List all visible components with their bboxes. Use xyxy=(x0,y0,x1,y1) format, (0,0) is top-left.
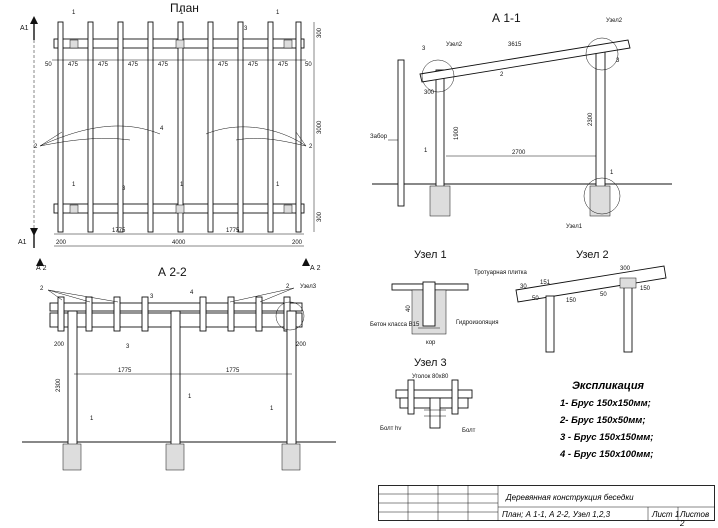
plan-dim-spacing-2: 475 xyxy=(98,62,109,68)
a11-dim-slope: 3615 xyxy=(508,42,522,48)
a22-uzel3: Узел3 xyxy=(300,284,317,290)
a11-dim-post: 1900 xyxy=(454,126,460,140)
section-mark-a1-top: А1 xyxy=(20,25,29,32)
plan-dim-edge: 50 xyxy=(45,62,52,68)
a11-callout-3: 3 xyxy=(422,46,426,52)
a22-title: А 2-2 xyxy=(158,265,187,279)
plan-dim-spacing-5: 475 xyxy=(218,62,229,68)
node2-dim-6: 150 xyxy=(566,298,577,304)
plan-callout-1-b: 1 xyxy=(180,10,184,16)
explication-heading: Экспликация xyxy=(572,380,645,392)
node2-dim-5: 300 xyxy=(620,266,631,272)
a11-callout-3-right: 3 xyxy=(616,58,620,64)
plan-dim-bottom-1: 200 xyxy=(56,240,67,246)
node1-waterproof-label: Гидроизоляция xyxy=(456,320,498,326)
a11-dim-span: 2700 xyxy=(512,150,526,156)
plan-callout-3-top: 3 xyxy=(244,26,248,32)
plan-dim-bottom-2: 1775 xyxy=(112,228,126,234)
plan-dim-right-1: 300 xyxy=(317,27,323,38)
explication-item-4: 4 - Брус 150х100мм; xyxy=(560,449,654,460)
a22-dim-span1: 1775 xyxy=(118,368,132,374)
plan-dim-edge-right: 50 xyxy=(305,62,312,68)
node3-corner-label: Уголок 80х80 xyxy=(412,374,449,380)
plan-dim-spacing-6: 475 xyxy=(248,62,259,68)
node2-title: Узел 2 xyxy=(576,249,609,261)
node1-tile-label: Тротуарная плитка xyxy=(474,270,527,276)
a22-dim-span2: 1775 xyxy=(226,368,240,374)
a22-callout-3: 3 xyxy=(126,344,130,350)
plan-dim-bottom-4: 1775 xyxy=(226,228,240,234)
plan-dim-right-2: 3000 xyxy=(317,120,323,134)
node2-dim-7: 150 xyxy=(640,286,651,292)
a11-uzel2-right: Узел2 xyxy=(606,18,623,24)
a11-dim-300: 300 xyxy=(424,90,435,96)
plan-dim-right-3: 300 xyxy=(317,211,323,222)
section-mark-a1-bottom: А1 xyxy=(18,239,27,246)
node3-bolt-hv-label: Болт hv xyxy=(380,426,401,432)
a22-callout-1-b: 1 xyxy=(188,394,192,400)
node3-bolt-label: Болт xyxy=(462,428,476,434)
a22-dim-200-left: 200 xyxy=(54,342,65,348)
explication-legend: Экспликация 1- Брус 150х150мм; 2- Брус 1… xyxy=(560,380,710,466)
explication-item-3: 3 - Брус 150х150мм; xyxy=(560,432,654,443)
a11-uzel2-left: Узел2 xyxy=(446,42,463,48)
node3-title: Узел 3 xyxy=(414,357,447,369)
plan-callout-4: 4 xyxy=(160,126,164,132)
plan-callout-2-right: 2 xyxy=(309,144,313,150)
node1-kop-label: коp xyxy=(426,340,436,346)
a22-callout-2-right: 2 xyxy=(286,284,290,290)
plan-dim-bottom-3: 4000 xyxy=(172,240,186,246)
node1-view: Узел 1 Тротуарная плитка Бетон класса В1… xyxy=(370,249,527,346)
a11-title: А 1-1 xyxy=(492,11,521,25)
plan-callout-1-e: 1 xyxy=(180,182,184,188)
section-a22-view: А 2-2 А 2 А 2 2 2 3 4 xyxy=(22,258,336,471)
a11-fence-label: Забор xyxy=(370,134,388,140)
section-a11-view: А 1-1 Забор 3615 2700 1900 2300 300 Узел… xyxy=(370,11,672,230)
a22-dim-200-right: 200 xyxy=(296,342,307,348)
plan-dim-spacing-3: 475 xyxy=(128,62,139,68)
node2-dim-2: 151 xyxy=(540,280,551,286)
plan-dim-spacing-1: 475 xyxy=(68,62,79,68)
plan-view: План А1 А1 50 xyxy=(18,1,323,248)
a11-callout-2: 2 xyxy=(500,72,504,78)
plan-callout-1-f: 1 xyxy=(276,182,280,188)
node3-view: Узел 3 Уголок 80х80 Болт hv Болт xyxy=(380,357,476,434)
plan-callout-1-a: 1 xyxy=(72,10,76,16)
section-mark-a2-right: А 2 xyxy=(310,265,321,272)
a11-dim-post2: 2300 xyxy=(588,112,594,126)
a22-callout-1-c: 1 xyxy=(270,406,274,412)
plan-callout-1-c: 1 xyxy=(276,10,280,16)
node2-dim-1: 30 xyxy=(520,284,527,290)
a22-callout-4: 4 xyxy=(190,290,194,296)
a11-uzel1: Узел1 xyxy=(566,224,583,230)
plan-dim-spacing-4: 475 xyxy=(158,62,169,68)
node2-dim-3: 50 xyxy=(532,296,539,302)
section-mark-a2-left: А 2 xyxy=(36,265,47,272)
a22-callout-3-top: 3 xyxy=(150,294,154,300)
plan-callout-1-d: 1 xyxy=(72,182,76,188)
plan-dim-spacing-7: 475 xyxy=(278,62,289,68)
node1-concrete-label: Бетон класса В15 xyxy=(370,322,420,328)
stamp-subtitle: План; А 1-1, А 2-2, Узел 1,2,3 xyxy=(502,510,611,519)
a11-callout-1-left: 1 xyxy=(424,148,428,154)
node1-dim-40: 40 xyxy=(406,305,412,312)
a11-callout-1-right: 1 xyxy=(610,170,614,176)
stamp-sheet: Лист 1 xyxy=(652,510,680,519)
stamp-title: Деревянная конструкция беседки xyxy=(506,493,634,502)
stamp-sheets: Листов 2 xyxy=(680,510,710,528)
plan-title: План xyxy=(170,1,199,15)
a22-callout-2-left: 2 xyxy=(40,286,44,292)
title-block: Деревянная конструкция беседки План; А 1… xyxy=(378,485,715,528)
a22-callout-1-a: 1 xyxy=(90,416,94,422)
node2-dim-4: 50 xyxy=(600,292,607,298)
plan-callout-3-bottom: 3 xyxy=(122,186,126,192)
node1-title: Узел 1 xyxy=(414,249,447,261)
node2-view: Узел 2 30 151 50 50 300 150 150 xyxy=(515,249,667,353)
explication-item-1: 1- Брус 150х150мм; xyxy=(560,398,651,409)
a22-dim-2300: 2300 xyxy=(56,378,62,392)
plan-callout-2-left: 2 xyxy=(34,144,38,150)
explication-item-2: 2- Брус 150х50мм; xyxy=(560,415,646,426)
plan-dim-bottom-5: 200 xyxy=(292,240,303,246)
